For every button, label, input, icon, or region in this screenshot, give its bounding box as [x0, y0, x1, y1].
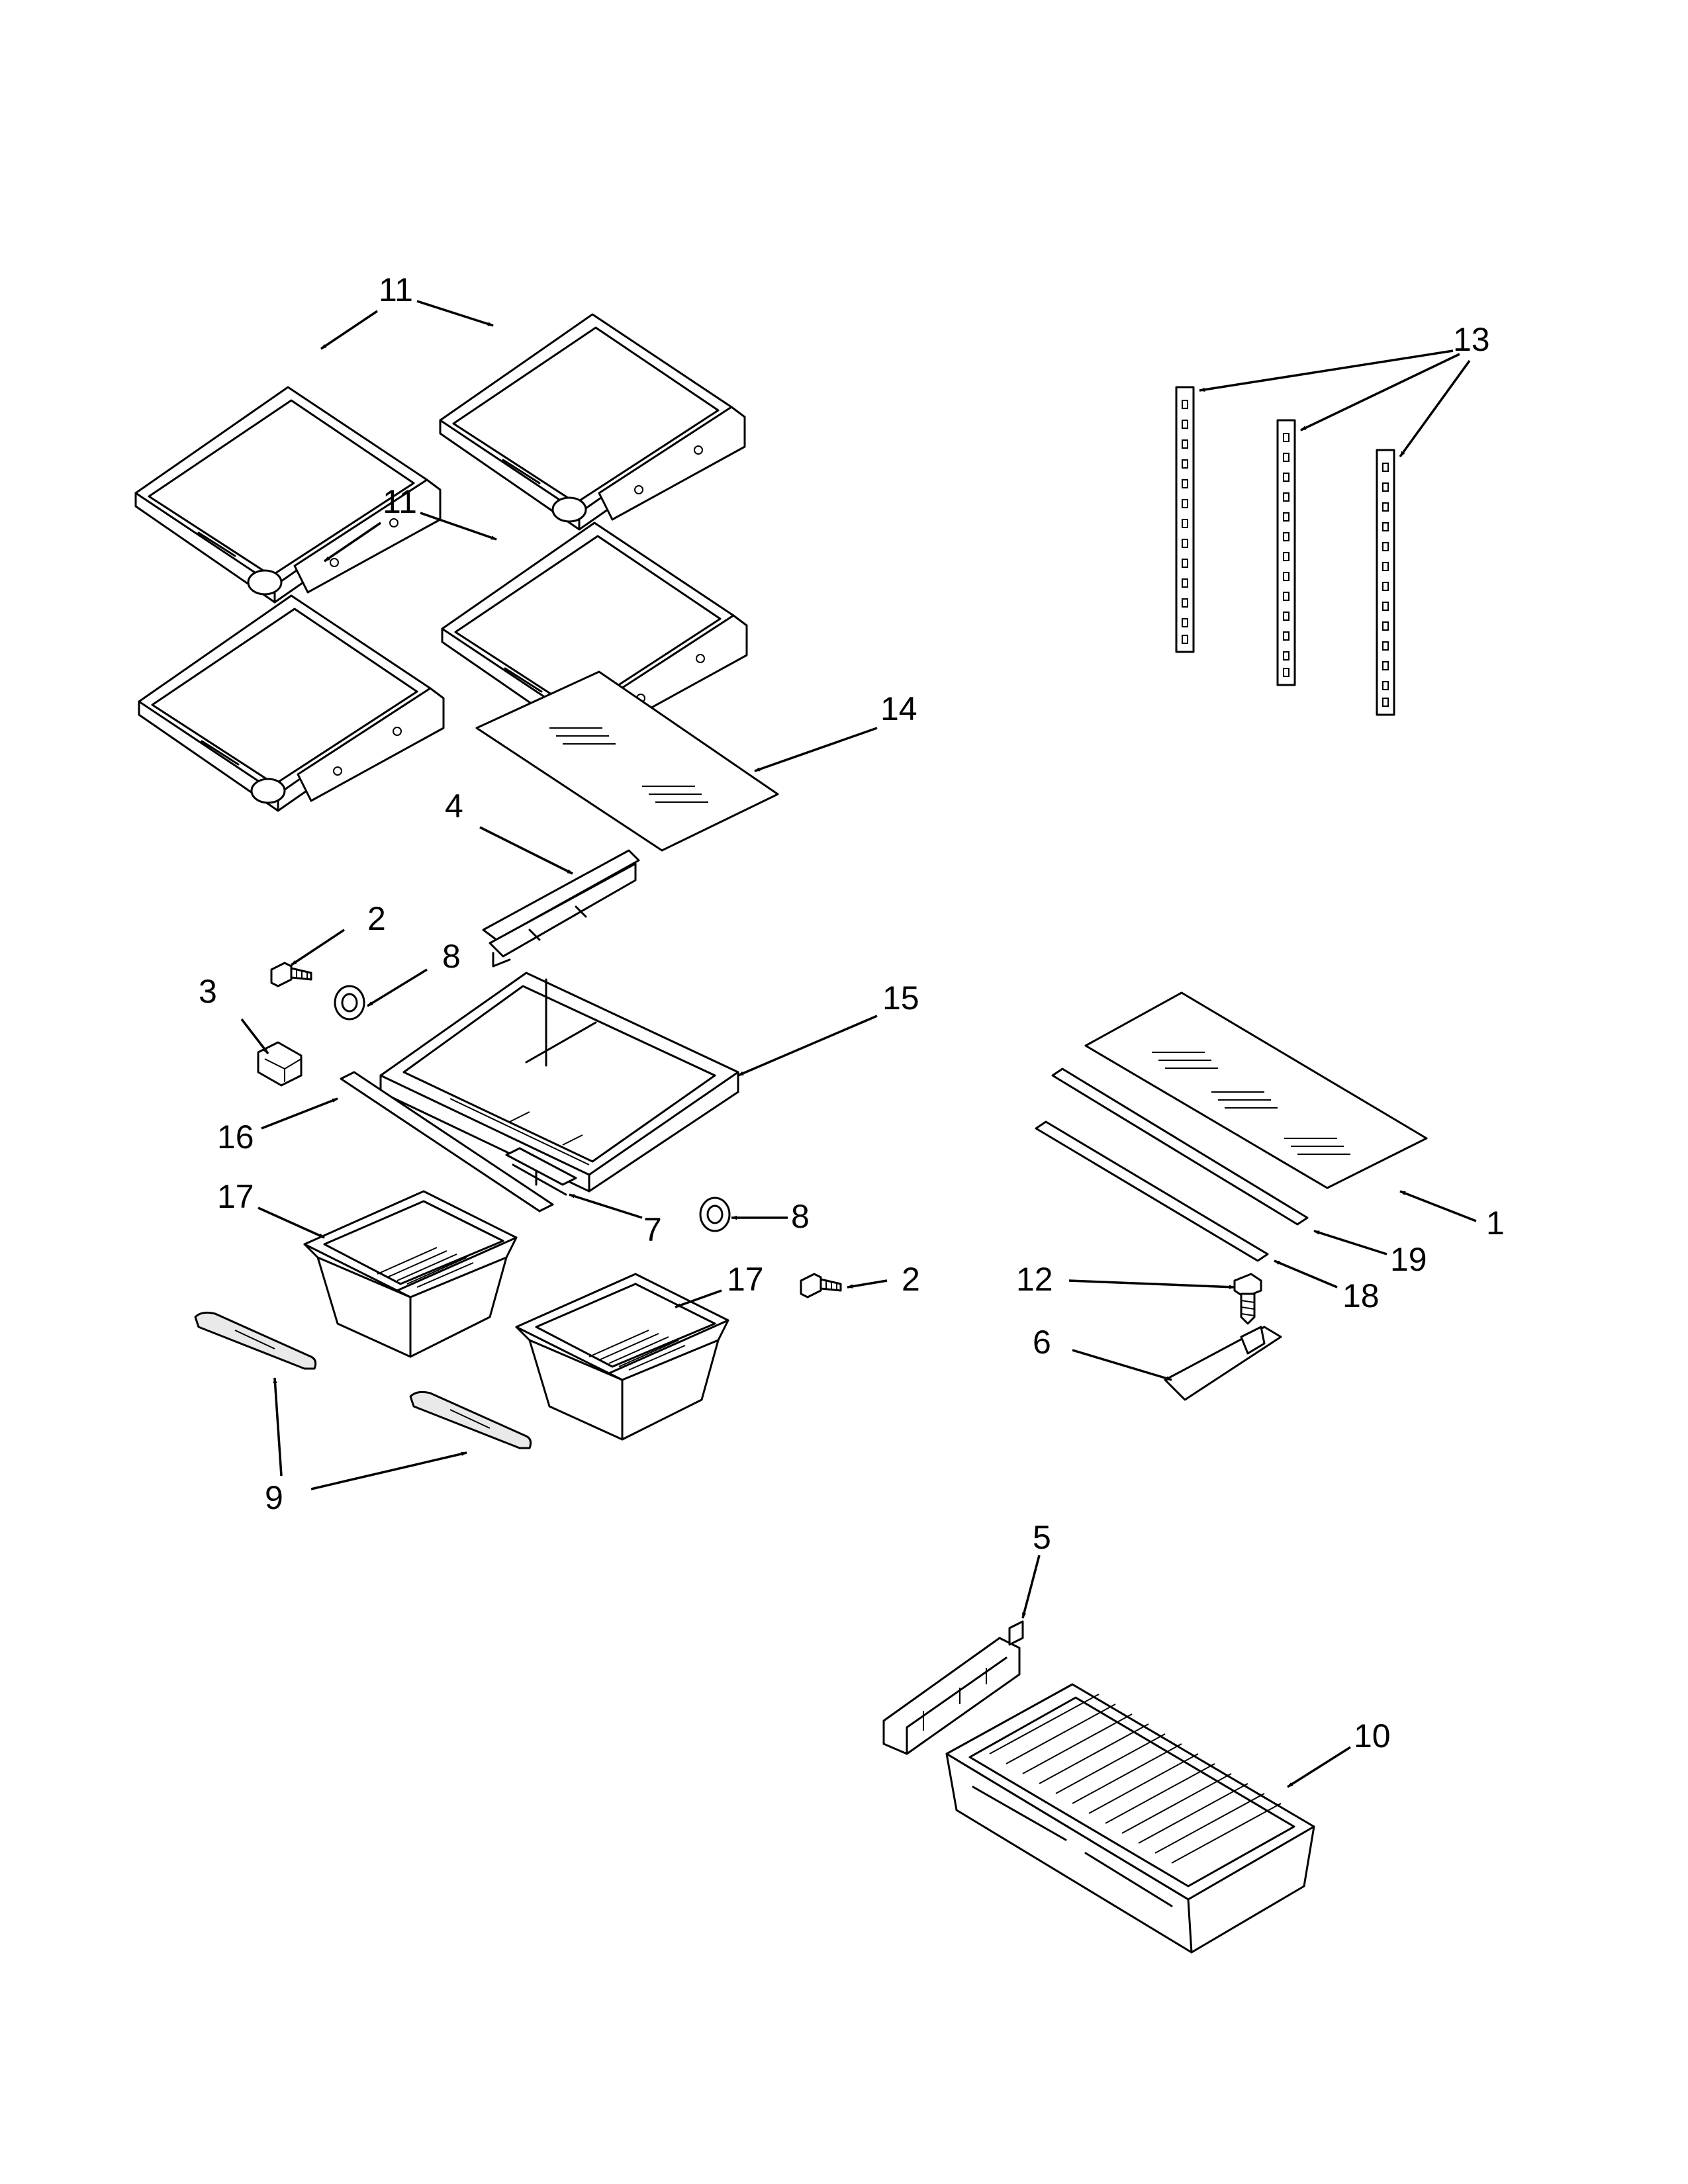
callout-2b: 2 — [902, 1261, 920, 1298]
callout-13: 13 — [1453, 321, 1490, 358]
cover-bracket — [505, 1147, 577, 1196]
cantilever-shelf-2 — [439, 313, 746, 531]
roller-upper — [334, 985, 365, 1021]
callout-3: 3 — [199, 973, 217, 1010]
bin-handle-right — [409, 1390, 532, 1449]
callout-4: 4 — [445, 788, 463, 825]
callout-8b: 8 — [791, 1198, 810, 1235]
callout-labels: 11 11 13 14 4 2 8 3 15 16 17 7 8 2 17 9 … — [199, 271, 1505, 1754]
shelf-rail-2 — [1276, 419, 1296, 686]
callout-12: 12 — [1016, 1261, 1053, 1298]
callout-7: 7 — [643, 1211, 662, 1248]
roller-lower — [699, 1197, 731, 1232]
callout-6: 6 — [1033, 1324, 1051, 1361]
glass-shelf-upper — [475, 670, 779, 852]
crisper-cover-frame — [379, 972, 739, 1193]
support-rod — [340, 1071, 554, 1212]
callout-10: 10 — [1354, 1717, 1391, 1754]
crisper-divider-slide — [482, 849, 640, 968]
callout-19: 19 — [1390, 1241, 1427, 1278]
cover-clip — [257, 1041, 303, 1087]
bin-handle-left — [194, 1311, 317, 1370]
callout-17a: 17 — [217, 1178, 254, 1215]
callout-2a: 2 — [367, 900, 386, 937]
pantry-drawer-slide — [882, 1620, 1024, 1755]
cantilever-shelf-3 — [138, 594, 445, 812]
callout-9: 9 — [265, 1479, 283, 1516]
shelf-trim-rear — [1051, 1068, 1309, 1226]
screw-upper — [270, 962, 312, 987]
callout-15: 15 — [882, 979, 919, 1017]
callout-17b: 17 — [727, 1261, 764, 1298]
leader-lines — [240, 300, 1477, 1788]
bracket-screw — [1233, 1273, 1262, 1325]
shelf-support-bracket — [1164, 1326, 1282, 1401]
callout-16: 16 — [217, 1118, 254, 1156]
callout-8a: 8 — [442, 938, 461, 975]
callout-5: 5 — [1033, 1519, 1051, 1556]
callout-14: 14 — [880, 690, 917, 727]
crisper-bin-left — [303, 1190, 518, 1358]
shelf-rail-3 — [1376, 449, 1395, 716]
screw-lower — [800, 1273, 842, 1298]
callout-18: 18 — [1342, 1277, 1380, 1314]
callout-11b: 11 — [383, 483, 417, 520]
shelf-rail-1 — [1175, 386, 1195, 653]
shelf-trim-front — [1035, 1120, 1269, 1262]
pantry-drawer — [945, 1683, 1315, 1954]
glass-shelf-lower — [1084, 991, 1428, 1189]
callout-11a: 11 — [379, 271, 413, 308]
callout-1: 1 — [1486, 1205, 1505, 1242]
